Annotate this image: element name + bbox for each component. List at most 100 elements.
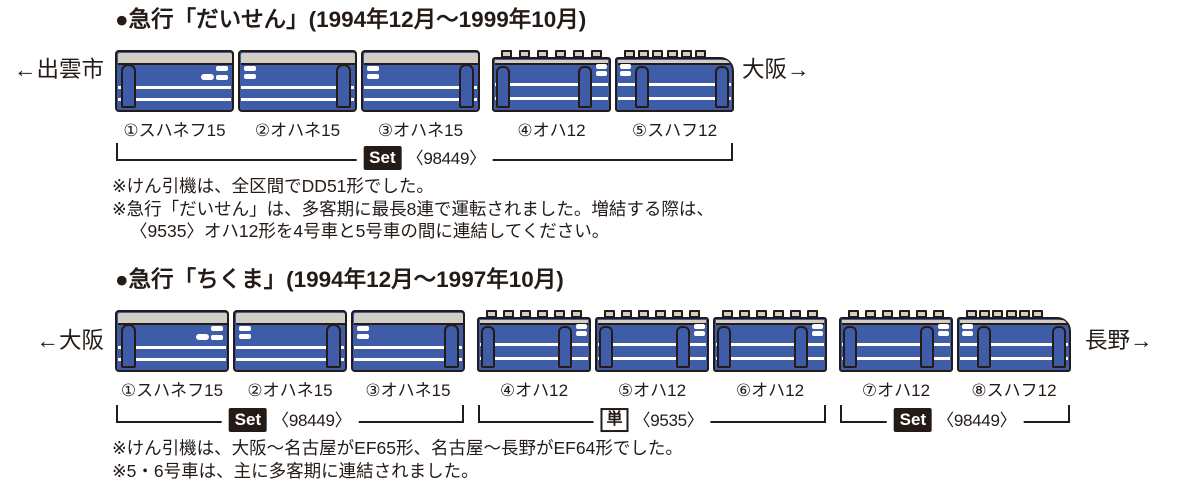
car-door: [121, 324, 136, 368]
car-sign-plates: [576, 324, 587, 338]
car-roof: [240, 52, 355, 65]
car-stripe: [480, 356, 588, 360]
train-car-7: [839, 310, 953, 372]
sign-plate: [962, 324, 973, 329]
sign-plate: [620, 64, 631, 69]
set-badge: Set: [228, 408, 268, 433]
notes: ※けん引機は、全区間でDD51形でした。※急行「だいせん」は、多客期に最長8連で…: [112, 175, 714, 243]
car-sign-plates: [239, 326, 251, 342]
bracket-badge-group: Set〈98449〉: [886, 408, 1024, 433]
car-stripe: [495, 82, 608, 86]
destination-sign: [196, 334, 209, 340]
car-stripe: [960, 342, 1068, 346]
car-stripe: [480, 342, 588, 346]
car-door: [676, 326, 690, 368]
product-number: 〈98449〉: [937, 410, 1017, 430]
car-stripe: [118, 358, 226, 361]
sign-plate: [216, 66, 228, 71]
car-label: ①スハネフ15: [120, 381, 224, 400]
set-bracket: 単〈9535〉: [478, 405, 826, 433]
car-roof-vents: [624, 50, 706, 58]
car-sign-plates: [812, 324, 823, 338]
car-stripe: [618, 96, 731, 100]
train-car-2: [238, 50, 357, 112]
car-label: ④オハ12: [499, 381, 569, 400]
car-door: [121, 64, 136, 108]
car-stripe: [842, 356, 950, 360]
car-door: [496, 66, 510, 108]
product-number: 〈98449〉: [406, 148, 486, 168]
car-door: [794, 326, 808, 368]
sign-plate: [694, 331, 705, 336]
car-label: ④オハ12: [517, 121, 586, 140]
car-stripe: [842, 342, 950, 346]
car-label: ⑤オハ12: [617, 381, 687, 400]
car-stripe: [598, 356, 706, 360]
set-bracket: Set〈98449〉: [116, 143, 733, 171]
sign-plate: [211, 334, 223, 340]
bracket-badge-group: Set〈98449〉: [356, 146, 493, 171]
sign-plate: [239, 334, 251, 339]
sign-plate: [216, 74, 228, 80]
sign-plate: [938, 324, 949, 329]
sign-plate: [367, 74, 379, 79]
bracket-badge-group: 単〈9535〉: [593, 408, 711, 433]
sign-plate: [576, 324, 587, 329]
direction-label-left: ←大阪: [36, 328, 104, 353]
train-car-4: [492, 50, 611, 112]
set-badge: Set: [893, 408, 933, 433]
destination-sign: [201, 74, 214, 80]
car-stripe: [118, 98, 231, 101]
car-stripe: [598, 342, 706, 346]
train-car-5: [595, 310, 709, 372]
car-door: [459, 64, 474, 108]
car-label: ③オハネ15: [365, 381, 451, 400]
car-sign-plates: [620, 64, 631, 78]
car-door: [326, 324, 341, 368]
car-label: ⑦オハ12: [861, 381, 931, 400]
car-label: ⑧スハフ12: [971, 381, 1057, 400]
car-door: [444, 324, 459, 368]
section-title: ●急行「だいせん」(1994年12月〜1999年10月): [115, 7, 587, 32]
car-sign-plates: [367, 66, 379, 82]
car-stripe: [118, 86, 231, 89]
car-stripe: [236, 346, 344, 349]
sign-plate: [596, 71, 607, 76]
sign-plate: [357, 334, 369, 339]
car-door: [1052, 326, 1066, 368]
car-roof: [480, 319, 588, 325]
car-sign-plates: [196, 326, 223, 340]
sign-row: [196, 334, 223, 340]
set-bracket: Set〈98449〉: [116, 405, 464, 433]
car-roof: [235, 312, 345, 325]
sign-plate: [244, 74, 256, 79]
car-stripe: [354, 358, 462, 361]
train-car-3: [351, 310, 465, 372]
sign-plate: [962, 331, 973, 336]
notes: ※けん引機は、大阪〜名古屋がEF65形、名古屋〜長野がEF64形でした。※5・6…: [112, 437, 683, 482]
sign-plate: [694, 324, 705, 329]
car-roof: [960, 319, 1067, 325]
car-stripe: [236, 358, 344, 361]
car-label: ②オハネ15: [254, 121, 341, 140]
sign-row: [201, 74, 228, 80]
sign-plate: [239, 326, 251, 331]
direction-label-right: 大阪→: [742, 57, 810, 82]
product-number: 〈9535〉: [633, 410, 704, 430]
section-title: ●急行「ちくま」(1994年12月〜1997年10月): [115, 267, 564, 292]
car-sign-plates: [596, 64, 607, 78]
note-line: ※急行「だいせん」は、多客期に最長8連で運転されました。増結する際は、: [112, 198, 714, 219]
train-car-4: [477, 310, 591, 372]
sign-plate: [596, 64, 607, 69]
car-roof: [495, 59, 608, 65]
sign-plate: [244, 66, 256, 71]
direction-label-left: ←出雲市: [13, 57, 104, 82]
note-line: ※けん引機は、大阪〜名古屋がEF65形、名古屋〜長野がEF64形でした。: [112, 438, 683, 458]
sign-plate: [938, 331, 949, 336]
sign-plate: [367, 66, 379, 71]
sign-plate: [211, 326, 223, 331]
car-sign-plates: [201, 66, 228, 80]
sign-plate: [576, 331, 587, 336]
car-stripe: [354, 346, 462, 349]
